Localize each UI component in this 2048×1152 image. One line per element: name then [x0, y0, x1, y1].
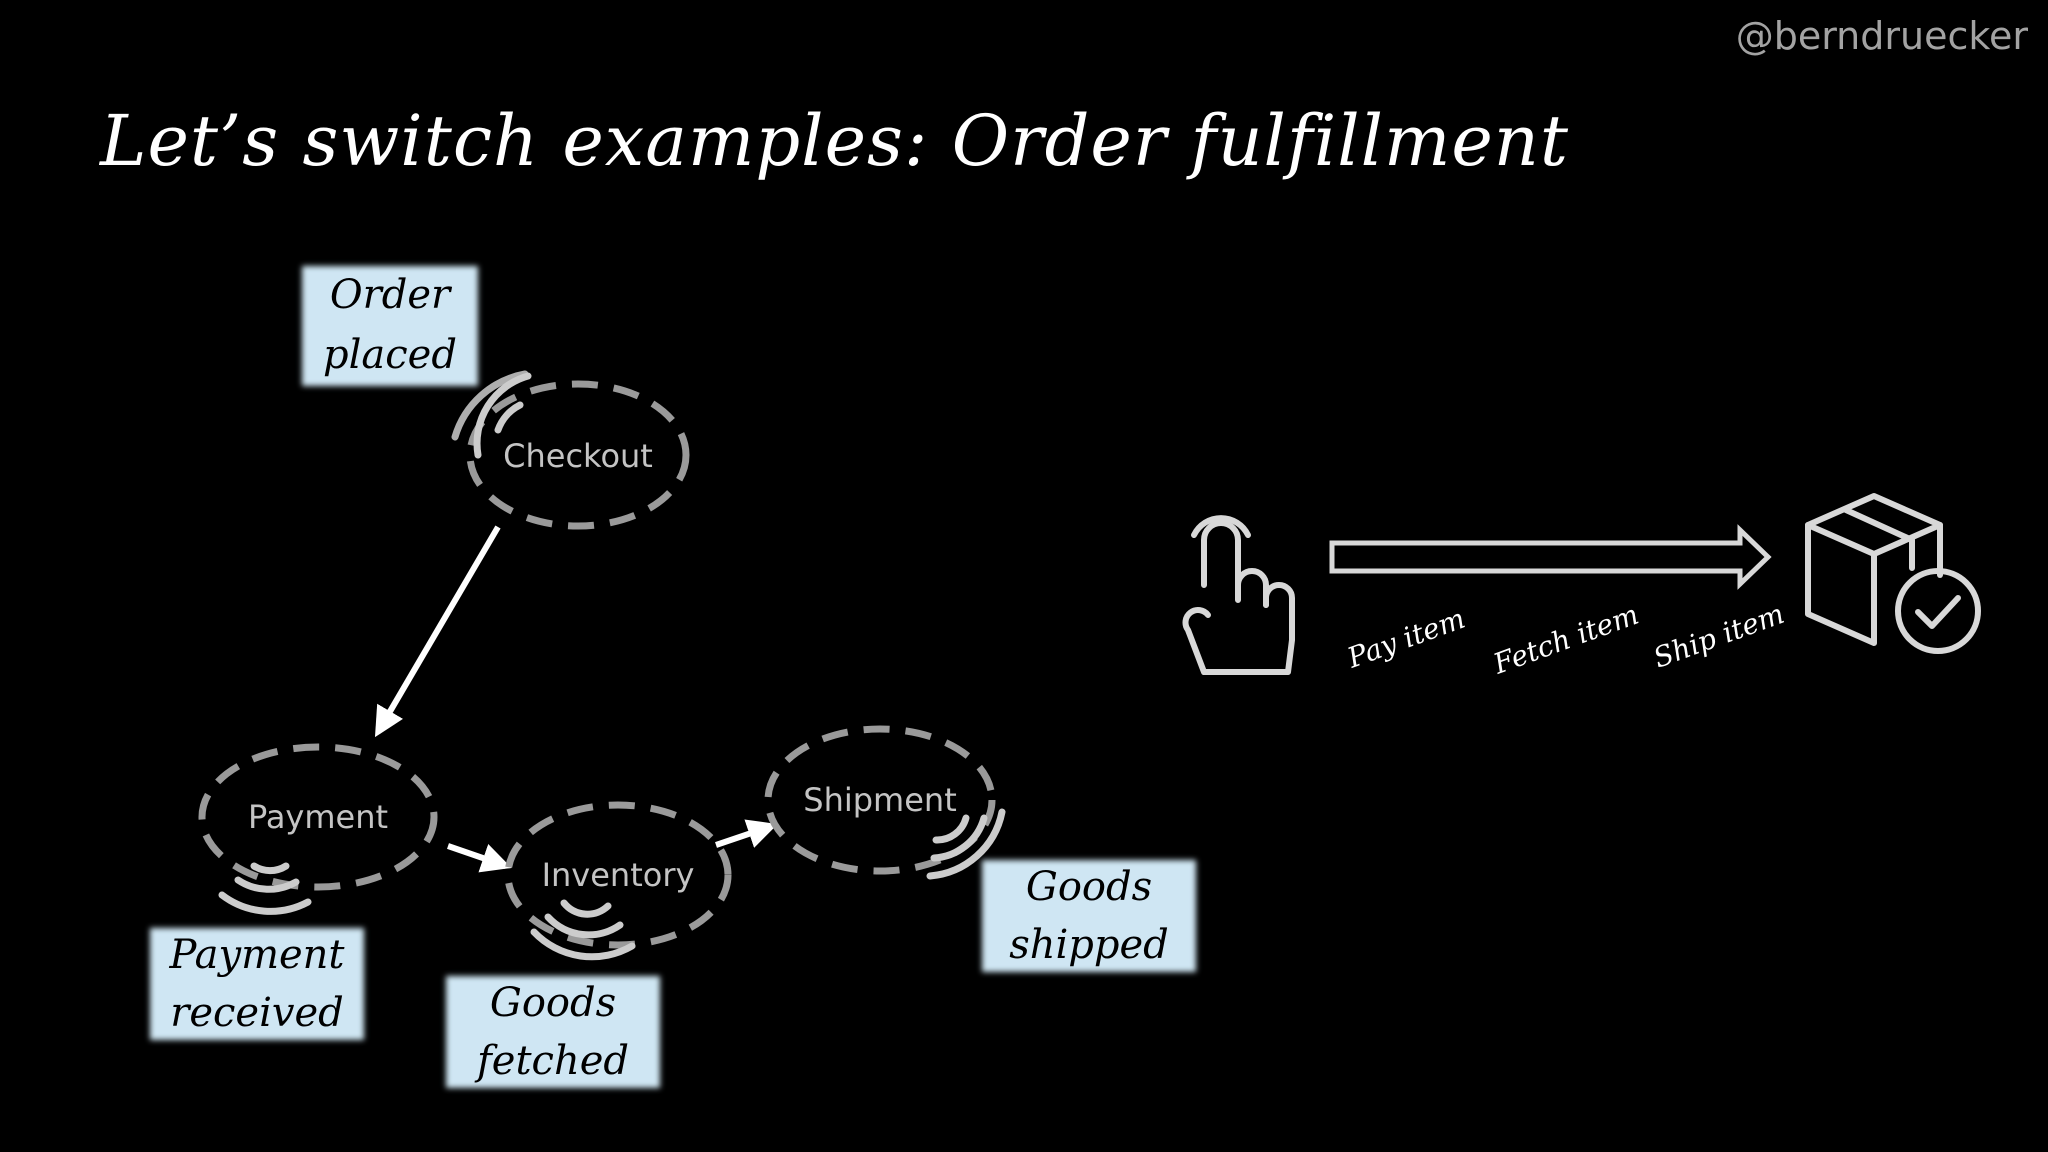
- broadcast-icon-inventory: [530, 899, 636, 961]
- event-note-payment-received: Payment received: [150, 928, 364, 1040]
- flow-arrow: [1329, 524, 1772, 590]
- broadcast-icon-shipment: [926, 808, 1006, 880]
- service-inventory: Inventory: [504, 801, 732, 949]
- slide-title: Let’s switch examples: Order fulfillment: [100, 100, 1570, 182]
- service-label-shipment: Shipment: [803, 781, 956, 819]
- event-line-1: Order: [330, 272, 453, 318]
- arrow-checkout-to-payment: [374, 525, 501, 738]
- event-line-2: fetched: [474, 1038, 629, 1084]
- arrow-payment-to-inventory: [447, 843, 512, 873]
- broadcast-icon-checkout: [451, 370, 532, 459]
- service-label-payment: Payment: [248, 798, 388, 836]
- author-handle: @berndruecker: [1735, 14, 2028, 58]
- flow-step-label: Fetch item: [1488, 598, 1643, 681]
- event-note-goods-fetched: Goods fetched: [446, 976, 660, 1088]
- flow-arrows: [374, 525, 778, 873]
- arrow-inventory-to-shipment: [715, 819, 778, 848]
- event-note-order-placed: Order placed: [302, 266, 478, 386]
- flow-step-label: Ship item: [1649, 597, 1788, 675]
- hand-pointer-icon: [1182, 515, 1295, 675]
- service-shipment: Shipment: [764, 725, 996, 875]
- service-payment: Payment: [198, 743, 438, 891]
- event-note-goods-shipped: Goods shipped: [982, 860, 1196, 972]
- service-checkout: Checkout: [466, 380, 690, 530]
- event-line-1: Payment: [169, 932, 346, 978]
- event-line-2: received: [170, 990, 344, 1036]
- event-line-1: Goods: [490, 980, 616, 1026]
- package-check-icon: [1805, 493, 1981, 654]
- service-label-checkout: Checkout: [503, 437, 653, 475]
- flow-step-label: Pay item: [1342, 602, 1469, 675]
- event-line-1: Goods: [1026, 864, 1152, 910]
- event-line-2: shipped: [1009, 922, 1169, 968]
- service-label-inventory: Inventory: [542, 856, 695, 894]
- event-line-2: placed: [323, 332, 457, 378]
- broadcast-icon-payment: [218, 862, 312, 915]
